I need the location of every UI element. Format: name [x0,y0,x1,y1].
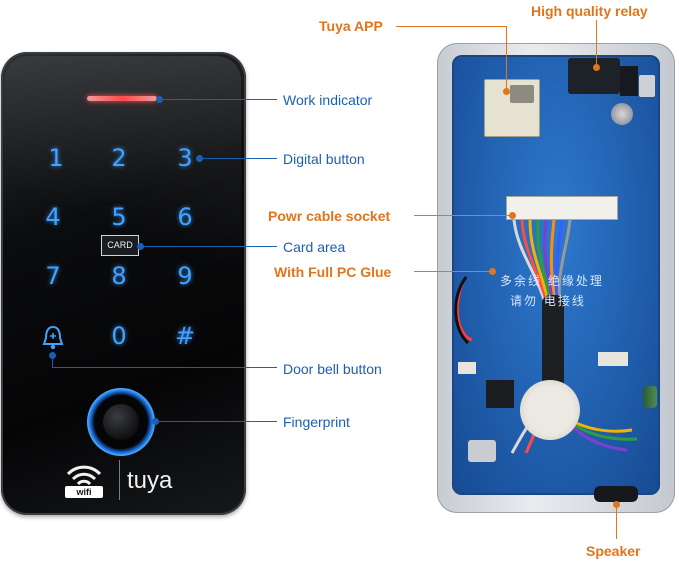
buzzer-disc [520,380,580,440]
wifi-icon [66,465,102,486]
relay-diode [620,66,638,96]
fingerprint-sensor[interactable] [103,404,139,440]
logo-divider [119,460,120,500]
label-tuya-app: Tuya APP [319,18,383,34]
dot-door-bell [49,352,56,359]
pcb-print-line-1: 多余线 绝缘处理 [500,274,604,288]
key-2[interactable]: 2 [111,144,127,172]
power-socket [506,196,618,220]
leader-tuya-app-vertical [506,26,507,92]
key-7[interactable]: 7 [45,262,61,290]
key-3[interactable]: 3 [177,144,193,172]
leader-card-area [140,246,277,247]
pcb-print-line-2: 请勿 电接线 [510,294,586,308]
label-card-area: Card area [283,239,346,255]
leader-bell-vertical [52,355,53,367]
leader-power-socket [414,215,512,216]
speaker-connector [598,352,628,366]
tuya-logo: tuya [127,467,173,494]
dot-relay [593,64,600,71]
dot-speaker [613,501,620,508]
dot-work-indicator [156,96,163,103]
label-high-quality-relay: High quality relay [531,3,648,19]
dot-tuya-app [503,88,510,95]
card-area: CARD [101,235,139,256]
leader-door-bell [52,367,277,368]
leader-fingerprint [156,421,277,422]
leader-work-indicator [160,99,277,100]
label-digital-button: Digital button [283,151,365,167]
wifi-label: wifi [65,486,103,498]
key-0[interactable]: 0 [111,322,127,350]
dot-fingerprint [152,418,159,425]
label-power-cable-socket: Powr cable socket [268,208,391,224]
speaker [594,486,638,502]
terminal-block [639,75,655,97]
key-8[interactable]: 8 [111,262,127,290]
module-antenna [510,85,534,103]
capacitor [611,103,633,125]
key-5[interactable]: 5 [111,203,127,231]
label-speaker: Speaker [586,543,641,559]
leader-relay [596,20,597,68]
key-4[interactable]: 4 [45,203,61,231]
key-1[interactable]: 1 [48,144,64,172]
leader-tuya-app [396,26,506,27]
label-work-indicator: Work indicator [283,92,373,108]
label-door-bell-button: Door bell button [283,361,382,377]
label-fingerprint: Fingerprint [283,414,350,430]
work-indicator-light [87,96,157,101]
dot-card-area [137,243,144,250]
capacitor-green [643,386,657,408]
leader-digital-button [200,158,277,159]
dot-pc-glue [489,268,496,275]
small-connector [458,362,476,374]
label-full-pc-glue: With Full PC Glue [274,264,392,280]
dot-digital-button [196,155,203,162]
door-bell-icon[interactable] [40,324,66,352]
dot-power-socket [509,212,516,219]
crystal [468,440,496,462]
key-6[interactable]: 6 [177,203,193,231]
ic-chip [486,380,514,408]
leader-pc-glue [414,271,492,272]
key-hash[interactable]: # [174,322,196,350]
key-9[interactable]: 9 [177,262,193,290]
leader-speaker [616,505,617,539]
